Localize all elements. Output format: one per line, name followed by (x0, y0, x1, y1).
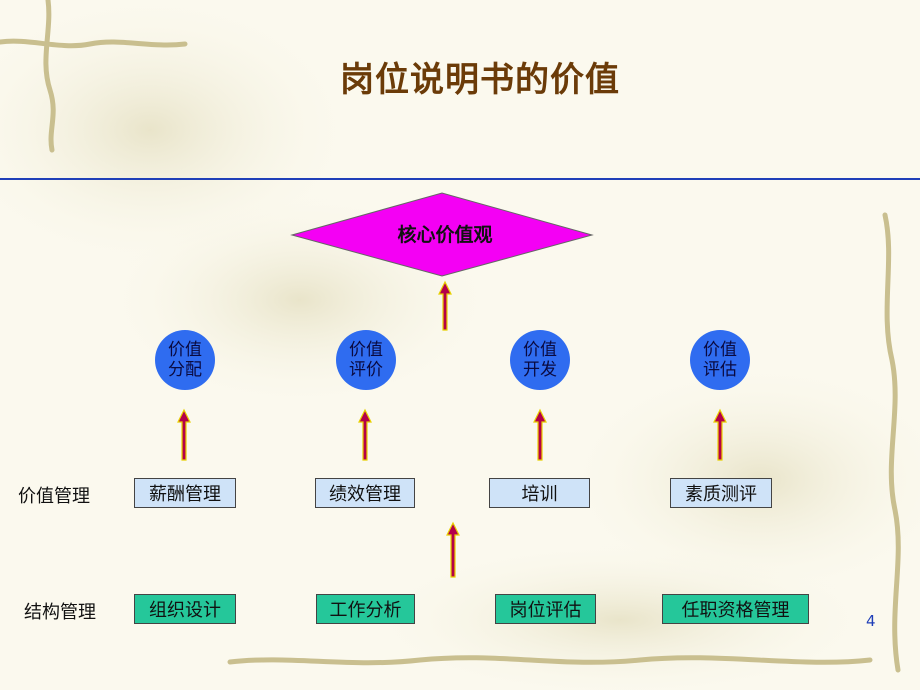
circle-line2: 评估 (703, 360, 737, 380)
box-qualification-management: 任职资格管理 (662, 594, 809, 624)
circle-line1: 价值 (349, 340, 383, 360)
arrow-performance (358, 408, 372, 461)
circle-line1: 价值 (168, 340, 202, 360)
page-number: 4 (866, 612, 876, 630)
circle-line1: 价值 (703, 340, 737, 360)
circle-value-assessment: 价值 评估 (690, 330, 750, 390)
box-training: 培训 (489, 478, 590, 508)
arrow-structure-to-value (446, 521, 460, 578)
box-job-analysis: 工作分析 (316, 594, 415, 624)
box-salary-management: 薪酬管理 (134, 478, 236, 508)
structure-management-label: 结构管理 (24, 602, 96, 623)
core-values-diamond (290, 192, 594, 277)
arrow-salary (177, 408, 191, 461)
circle-line2: 分配 (168, 360, 202, 380)
box-competency-assessment: 素质测评 (670, 478, 772, 508)
box-job-evaluation: 岗位评估 (495, 594, 596, 624)
value-management-label: 价值管理 (18, 486, 90, 507)
arrow-to-core (438, 280, 452, 331)
circle-line2: 开发 (523, 360, 557, 380)
core-values-label: 核心价值观 (397, 224, 493, 246)
circle-value-distribution: 价值 分配 (155, 330, 215, 390)
slide-title: 岗位说明书的价值 (340, 60, 620, 100)
arrow-training (533, 408, 547, 461)
box-performance-management: 绩效管理 (315, 478, 415, 508)
circle-value-development: 价值 开发 (510, 330, 570, 390)
circle-line1: 价值 (523, 340, 557, 360)
arrow-assessment (713, 408, 727, 461)
box-organization-design: 组织设计 (134, 594, 236, 624)
title-divider (0, 178, 920, 180)
circle-value-evaluation: 价值 评价 (336, 330, 396, 390)
circle-line2: 评价 (349, 360, 383, 380)
